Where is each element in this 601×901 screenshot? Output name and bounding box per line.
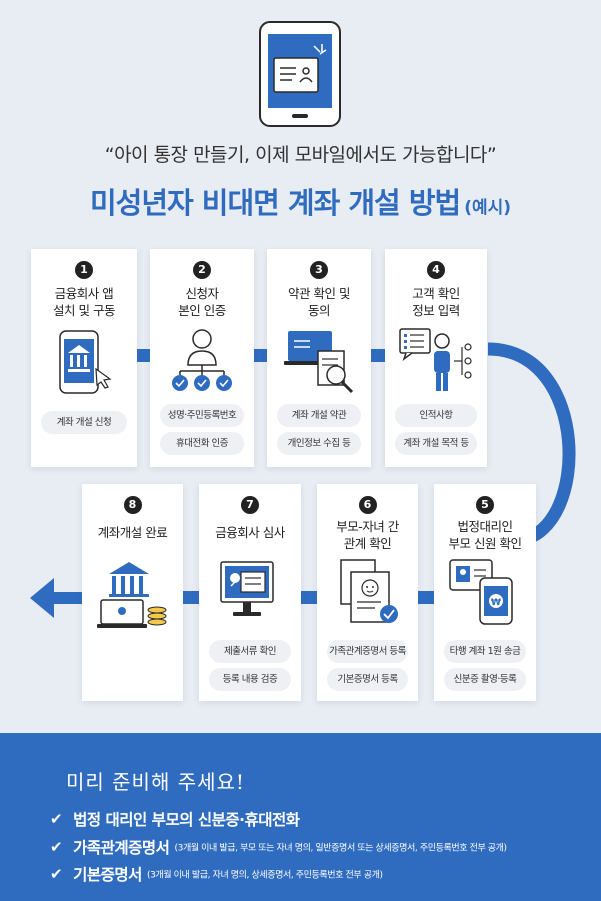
connector-3-4 xyxy=(371,349,385,362)
requirement-note: (3개월 이내 발급, 자녀 명의, 상세증명서, 주민등록번호 전부 공개) xyxy=(147,870,383,881)
identity-verification-icon xyxy=(166,327,238,399)
account-complete-icon xyxy=(96,560,169,636)
step-pill: 성명·주민등록번호 xyxy=(160,404,244,427)
parent-id-icon: ₩ xyxy=(448,556,522,632)
step-number: 2 xyxy=(193,261,211,279)
requirement-name: 기본증명서 xyxy=(73,866,142,884)
step-pill: 계좌 개설 목적 등 xyxy=(395,432,477,455)
step-pill: 휴대전화 인증 xyxy=(160,432,244,455)
step-pill: 개인정보 수집 등 xyxy=(277,432,361,455)
customer-info-icon xyxy=(398,325,474,399)
step-number: 1 xyxy=(75,261,93,279)
step-title: 계좌개설 완료 xyxy=(97,525,168,540)
svg-text:₩: ₩ xyxy=(491,598,501,608)
step-pill: 기본증명서 등록 xyxy=(327,668,408,691)
connector-1-2 xyxy=(137,349,151,362)
preparation-heading: 미리 준비해 주세요! xyxy=(66,770,245,794)
check-icon: ✔ xyxy=(50,838,63,856)
connector-2-3 xyxy=(253,349,267,362)
page-subtitle: “아이 통장 만들기, 이제 모바일에서도 가능합니다” xyxy=(104,144,497,166)
phone-document-icon xyxy=(258,20,342,128)
requirement-name: 법정 대리인 부모의 신분증·휴대전화 xyxy=(73,811,300,829)
step-pill: 신분증 촬영·등록 xyxy=(444,668,526,691)
step-number: 7 xyxy=(241,496,259,514)
terms-document-icon xyxy=(282,327,356,399)
step-pill: 계좌 개설 신청 xyxy=(41,411,127,434)
step-number: 6 xyxy=(358,496,377,514)
step-pill: 계좌 개설 약관 xyxy=(277,404,361,427)
connector-7-6 xyxy=(301,591,317,604)
requirement-item: ✔ 가족관계증명서 (3개월 이내 발급, 부모 또는 자녀 명의, 일반증명서… xyxy=(50,836,507,858)
review-monitor-icon xyxy=(215,556,285,630)
step-number: 3 xyxy=(310,261,328,279)
requirement-note: (3개월 이내 발급, 부모 또는 자녀 명의, 일반증명서 또는 상세증명서,… xyxy=(174,843,508,854)
check-icon: ✔ xyxy=(50,865,63,883)
step-pill: 가족관계증명서 등록 xyxy=(327,640,408,663)
step-pill: 인적사항 xyxy=(395,404,477,427)
step-pill: 등록 내용 검증 xyxy=(209,668,291,691)
connector-6-5 xyxy=(418,591,434,604)
flow-exit-arrow xyxy=(30,578,88,618)
step-number: 5 xyxy=(476,496,494,514)
connector-8-7 xyxy=(183,591,199,604)
check-icon: ✔ xyxy=(50,810,63,828)
step-number: 4 xyxy=(427,261,445,279)
step-card-7: 7 금융회사 심사 제출서류 확인 등록 내용 검증 xyxy=(199,484,301,701)
step-pill: 타행 계좌 1원 송금 xyxy=(444,640,526,663)
step-pill: 제출서류 확인 xyxy=(209,640,291,663)
step-card-8: 8 계좌개설 완료 xyxy=(82,484,183,701)
preparation-section xyxy=(0,733,601,901)
relationship-document-icon xyxy=(333,558,403,632)
page-title: 미성년자 비대면 계좌 개설 방법(예시) xyxy=(0,180,601,222)
phone-bank-icon xyxy=(48,329,120,399)
step-number: 8 xyxy=(123,496,142,514)
flow-curve-arrow xyxy=(487,342,576,547)
page-title-suffix: (예시) xyxy=(464,198,512,218)
requirement-item: ✔ 기본증명서 (3개월 이내 발급, 자녀 명의, 상세증명서, 주민등록번호… xyxy=(50,863,383,885)
requirement-item: ✔ 법정 대리인 부모의 신분증·휴대전화 xyxy=(50,808,300,830)
requirement-name: 가족관계증명서 xyxy=(73,839,170,857)
step-title: 금융회사 심사 xyxy=(215,525,285,540)
page-title-text: 미성년자 비대면 계좌 개설 방법 xyxy=(89,186,461,220)
